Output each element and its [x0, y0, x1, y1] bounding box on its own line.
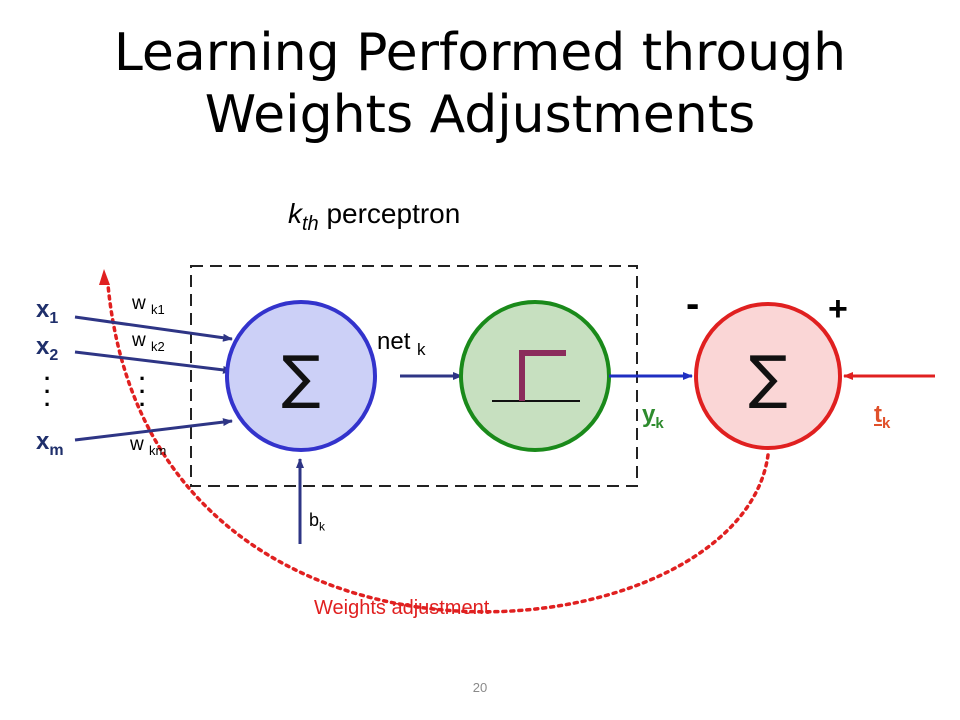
perceptron-label-th: th — [302, 212, 319, 235]
weights-adjustment-feedback-path — [106, 283, 770, 614]
weight-wk2: w k2 — [132, 330, 165, 354]
bias-label: bk — [309, 510, 326, 534]
weight-wk1: w k1 — [132, 293, 165, 317]
plus-sign: + — [828, 290, 848, 328]
slide-title: Learning Performed through Weights Adjus… — [0, 22, 960, 146]
input-ellipsis: ··· — [44, 366, 52, 417]
error-summation-symbol: ∑ — [748, 343, 787, 411]
output-label: yk — [642, 401, 664, 432]
summation-node — [225, 300, 377, 452]
minus-sign: - — [686, 282, 700, 326]
step-function-icon — [519, 350, 566, 401]
input-x1: x1 — [36, 296, 59, 327]
feedback-label: Weights adjustment — [314, 597, 490, 619]
input-arrow-xm — [74, 418, 233, 442]
net-label: net k — [377, 328, 426, 359]
input-arrow-x2 — [74, 350, 233, 374]
title-line-1: Learning Performed through — [113, 23, 847, 83]
perceptron-label-k: k — [288, 198, 302, 229]
input-x2: x2 — [36, 333, 59, 364]
perceptron-label-text: perceptron — [318, 198, 461, 229]
page-number: 20 — [472, 680, 488, 695]
summation-symbol: ∑ — [281, 343, 320, 411]
weight-wkm: w km — [130, 434, 167, 458]
title-line-2: Weights Adjustments — [204, 85, 756, 145]
error-summation-node — [694, 302, 842, 450]
activation-node — [459, 300, 611, 452]
perceptron-label: kth perceptron — [288, 198, 460, 236]
input-xm: xm — [36, 428, 64, 459]
target-label: tk — [874, 401, 891, 432]
input-arrow-x1 — [74, 315, 233, 342]
feedback-arrowhead-icon — [99, 269, 110, 285]
weight-ellipsis: ··· — [139, 366, 147, 417]
